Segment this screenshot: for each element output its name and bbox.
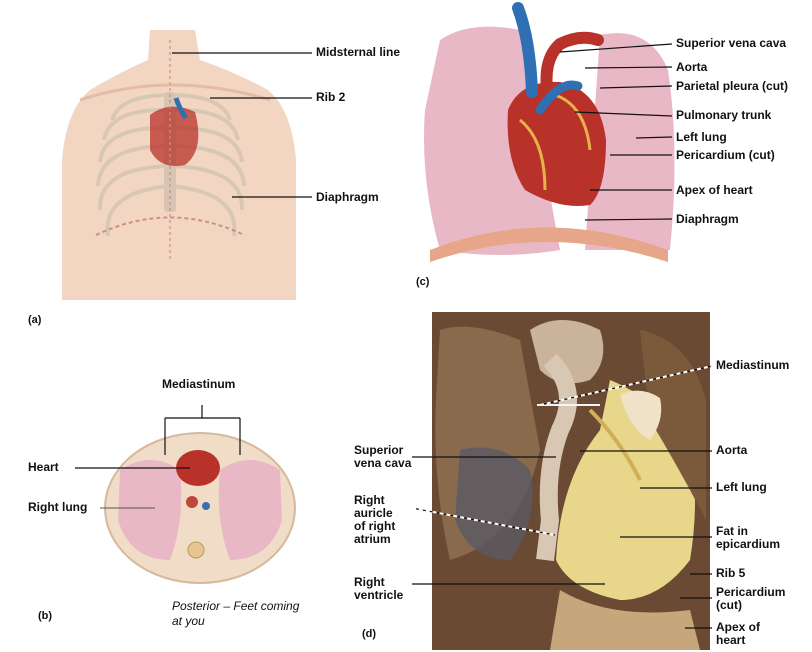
label-midsternal-line: Midsternal line <box>316 46 400 59</box>
label-pericardium-d-2: (cut) <box>716 599 742 612</box>
label-superior-vena-cava-c: Superior vena cava <box>676 37 786 50</box>
panel-b-cross-section <box>75 405 295 583</box>
label-mediastinum-b: Mediastinum <box>162 378 235 391</box>
label-aorta-c: Aorta <box>676 61 707 74</box>
panel-label-b: (b) <box>38 610 52 622</box>
panel-label-c: (c) <box>416 276 429 288</box>
label-left-lung-d: Left lung <box>716 481 767 494</box>
label-rib-2: Rib 2 <box>316 91 345 104</box>
panel-label-a: (a) <box>28 314 41 326</box>
label-right-auricle-4: atrium <box>354 533 391 546</box>
heart-outline <box>150 107 198 166</box>
label-diaphragm-a: Diaphragm <box>316 191 379 204</box>
panel-label-d: (d) <box>362 628 376 640</box>
label-superior-vena-cava-d-2: vena cava <box>354 457 411 470</box>
label-left-lung-c: Left lung <box>676 131 727 144</box>
label-apex-of-heart-c: Apex of heart <box>676 184 753 197</box>
note-posterior-line2: at you <box>172 615 205 628</box>
label-rib-5: Rib 5 <box>716 567 745 580</box>
note-posterior-line1: Posterior – Feet coming <box>172 600 299 613</box>
label-pericardium-c: Pericardium (cut) <box>676 149 775 162</box>
panel-d-photo <box>432 312 710 650</box>
label-aorta-d: Aorta <box>716 444 747 457</box>
label-parietal-pleura: Parietal pleura (cut) <box>676 80 788 93</box>
label-mediastinum-d: Mediastinum <box>716 359 789 372</box>
label-apex-d-2: heart <box>716 634 745 647</box>
panel-c-thorax <box>424 8 675 262</box>
label-diaphragm-c: Diaphragm <box>676 213 739 226</box>
panel-a-torso <box>62 30 312 300</box>
label-right-lung-b: Right lung <box>28 501 87 514</box>
label-fat-epicardium-2: epicardium <box>716 538 780 551</box>
label-pulmonary-trunk: Pulmonary trunk <box>676 109 771 122</box>
label-right-ventricle-2: ventricle <box>354 589 403 602</box>
label-heart-b: Heart <box>28 461 59 474</box>
